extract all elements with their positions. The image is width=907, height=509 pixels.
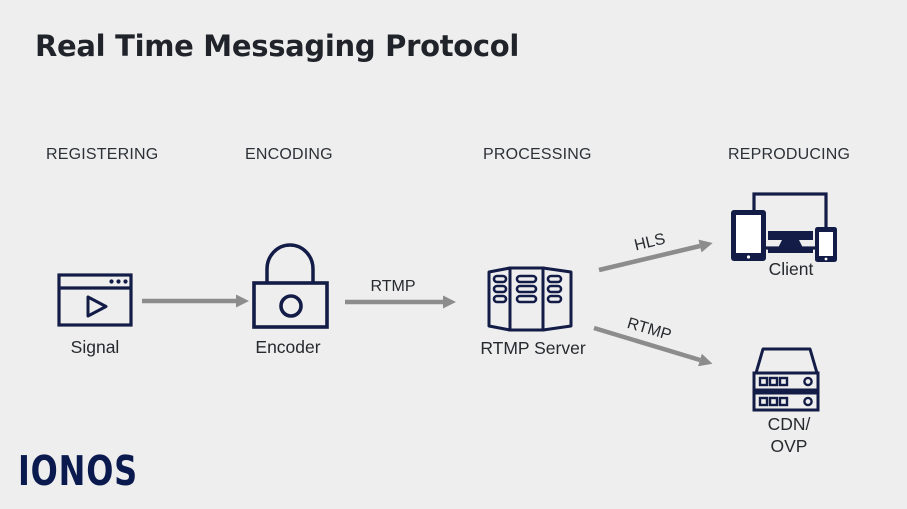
signal-label: Signal <box>70 337 120 357</box>
stage-header-encoding: ENCODING <box>245 146 333 163</box>
multi-device-icon <box>728 191 840 263</box>
arrow-label-rtmp: RTMP <box>370 278 416 295</box>
cdn-label-line1: CDN/ <box>767 414 811 434</box>
stage-header-processing: PROCESSING <box>483 146 592 163</box>
cdn-appliance-icon <box>752 346 820 412</box>
stage-header-registering: REGISTERING <box>46 146 159 163</box>
encoder-label: Encoder <box>255 337 321 357</box>
arrow-label-rtmp-down: RTMP <box>625 314 674 345</box>
arrow-signal-to-encoder <box>142 294 249 308</box>
page-title: Real Time Messaging Protocol <box>35 29 520 63</box>
stage-header-reproducing: REPRODUCING <box>728 146 851 163</box>
ionos-logo: IONOS <box>18 447 138 495</box>
server-label: RTMP Server <box>480 338 586 358</box>
arrow-encoder-to-server <box>345 295 456 309</box>
browser-play-icon <box>55 272 135 330</box>
padlock-icon <box>250 235 330 330</box>
arrow-label-hls: HLS <box>632 230 668 255</box>
server-rack-icon <box>486 266 574 334</box>
cdn-label-line2: OVP <box>770 436 808 456</box>
cdn-label: CDN/ OVP <box>768 413 811 457</box>
client-label: Client <box>768 259 814 279</box>
